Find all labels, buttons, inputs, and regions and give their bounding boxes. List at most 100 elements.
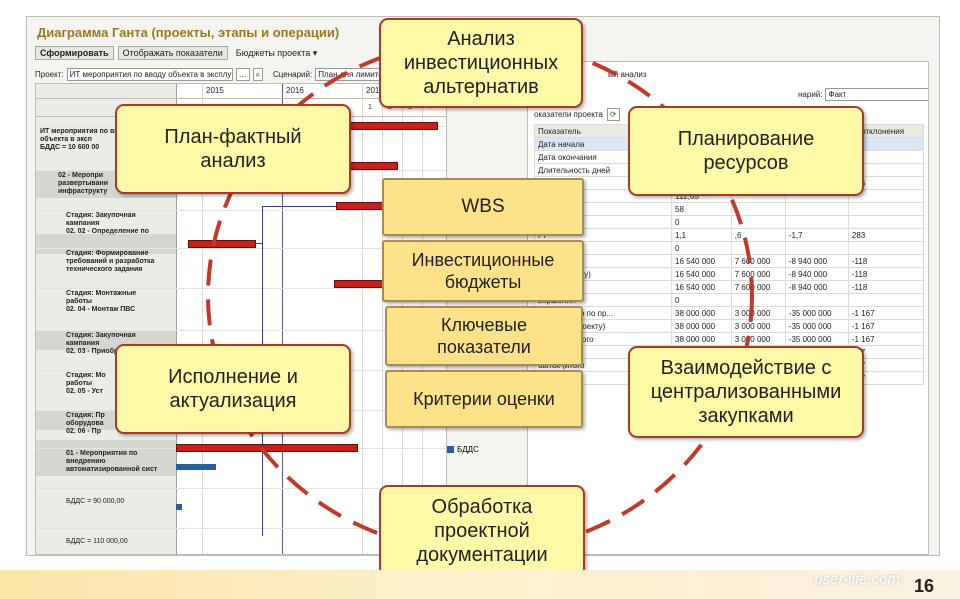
scenario-filter: Сценарий: План для лимитов [273, 68, 392, 81]
table-cell: 283 [847, 228, 925, 242]
box-key-indicators: Ключевые показатели [385, 306, 583, 366]
gantt-bar[interactable] [176, 444, 358, 452]
toolbar: Сформировать Отображать показатели Бюдже… [35, 45, 321, 61]
indicators-toolbar: оказатели проекта ⟳ [534, 108, 620, 121]
task-row-shade [36, 234, 176, 254]
table-row[interactable]: 0 [534, 215, 925, 229]
table-cell [847, 293, 925, 307]
task-label[interactable]: 01 - Мероприятия по внедрению автоматизи… [66, 450, 158, 473]
budget-bar [176, 504, 182, 510]
dependency-line [254, 243, 262, 244]
gridline [362, 84, 363, 554]
legend: БДДС [447, 445, 479, 454]
table-cell [730, 215, 786, 229]
window-title: Диаграмма Ганта (проекты, этапы и операц… [37, 25, 340, 40]
table-cell: ,6 [730, 228, 786, 242]
watermark: user-life.com [814, 571, 900, 588]
scenario-label: Сценарий: [273, 70, 313, 79]
box-wbs: WBS [382, 178, 584, 236]
table-cell [847, 202, 925, 216]
gantt-bar[interactable] [188, 240, 256, 248]
task-label: БДДС = 90 000,00 [66, 498, 125, 505]
table-cell: 58 [671, 202, 732, 216]
table-cell: 0 [671, 293, 732, 307]
project-input[interactable]: ИТ мероприятия по вводу объекта в эксплу [66, 68, 233, 81]
task-label[interactable]: Стадия: Закупочная кампания 02. 02 - Опр… [66, 212, 149, 235]
legend-swatch [447, 446, 454, 453]
show-indicators-button[interactable]: Отображать показатели [117, 46, 228, 60]
page-number: 16 [913, 576, 934, 596]
table-row[interactable]: 58 [534, 202, 925, 216]
project-budgets-label: Бюджеты проекта [235, 47, 311, 58]
task-label[interactable]: 02 - Меропри развертывани инфраструкту [58, 172, 109, 195]
gantt-bar[interactable] [336, 122, 438, 130]
gridline [382, 84, 383, 554]
table-cell [730, 293, 786, 307]
table-cell [784, 202, 849, 216]
table-cell: 38 000 000 [671, 332, 732, 346]
col-deviation: % отклонения [847, 124, 925, 138]
table-cell: -1 167 [847, 332, 925, 346]
table-cell: -118 [847, 267, 925, 281]
gantt-bar[interactable] [336, 202, 384, 210]
footer-decoration [0, 570, 960, 599]
task-row-shade [36, 440, 176, 476]
table-cell [784, 293, 849, 307]
box-resource-planning: Планирование ресурсов [628, 106, 864, 196]
table-cell: 3 000 000 [730, 319, 786, 333]
project-budgets-dropdown[interactable]: Бюджеты проекта ▾ [232, 47, 322, 60]
ellipsis-button[interactable]: … [235, 68, 250, 81]
table-cell: 7 600 000 [730, 280, 786, 294]
box-execution: Исполнение и актуализация [115, 344, 351, 434]
scenario2-input[interactable]: Факт [825, 88, 928, 101]
table-cell: 1,1 [671, 228, 732, 242]
table-row[interactable]: ачата0 [534, 241, 925, 255]
task-label[interactable]: Стадия: Мо работы 02. 05 - Уст [66, 372, 106, 395]
refresh-icon[interactable]: ⟳ [606, 108, 620, 121]
box-evaluation-criteria: Критерии оценки [385, 370, 583, 428]
box-investment-analysis: Анализ инвестиционных альтернатив [379, 18, 583, 108]
dependency-line [262, 206, 336, 207]
table-cell: 3 000 000 [730, 306, 786, 320]
year-label: 2016 [286, 86, 304, 95]
quarter-label: 1 [368, 104, 372, 111]
scenario2-filter: нарий: Факт … [798, 88, 928, 101]
table-cell: 7 600 000 [730, 267, 786, 281]
search-icon[interactable]: ⌕ [252, 68, 264, 81]
table-cell: 38 000 000 [671, 306, 732, 320]
year-label: 2015 [206, 86, 224, 95]
table-cell: 0 [671, 215, 732, 229]
table-cell [784, 241, 849, 255]
table-cell: -1,7 [784, 228, 849, 242]
dropdown-arrow-icon: ▾ [312, 47, 318, 58]
table-cell: -118 [847, 254, 925, 268]
table-cell [730, 241, 786, 255]
table-cell: -8 940 000 [784, 280, 849, 294]
table-cell: -35 000 000 [784, 306, 849, 320]
budget-bar [176, 464, 216, 470]
table-row[interactable]: вершения0 [534, 293, 925, 307]
task-label[interactable]: Стадия: Формирование требований и разраб… [66, 250, 155, 273]
table-cell: 38 000 000 [671, 319, 732, 333]
table-cell: -118 [847, 280, 925, 294]
project-label: Проект: [35, 70, 64, 79]
analysis-label: ый анализ [608, 70, 647, 79]
box-investment-budgets: Инвестиционные бюджеты [382, 240, 584, 302]
gridline [202, 84, 203, 554]
task-label[interactable]: Стадия: Монтажные работы 02. 04 - Монтаж… [66, 290, 137, 313]
generate-button[interactable]: Сформировать [35, 46, 114, 60]
table-cell: -35 000 000 [784, 332, 849, 346]
table-cell: -1 167 [847, 306, 925, 320]
table-cell: -1 167 [847, 319, 925, 333]
task-label: БДДС = 110 000,00 [66, 538, 128, 545]
table-cell [784, 215, 849, 229]
table-cell: 16 540 000 [671, 280, 732, 294]
task-label[interactable]: Стадия: Пр оборудова 02. 06 - Пр [66, 412, 105, 435]
